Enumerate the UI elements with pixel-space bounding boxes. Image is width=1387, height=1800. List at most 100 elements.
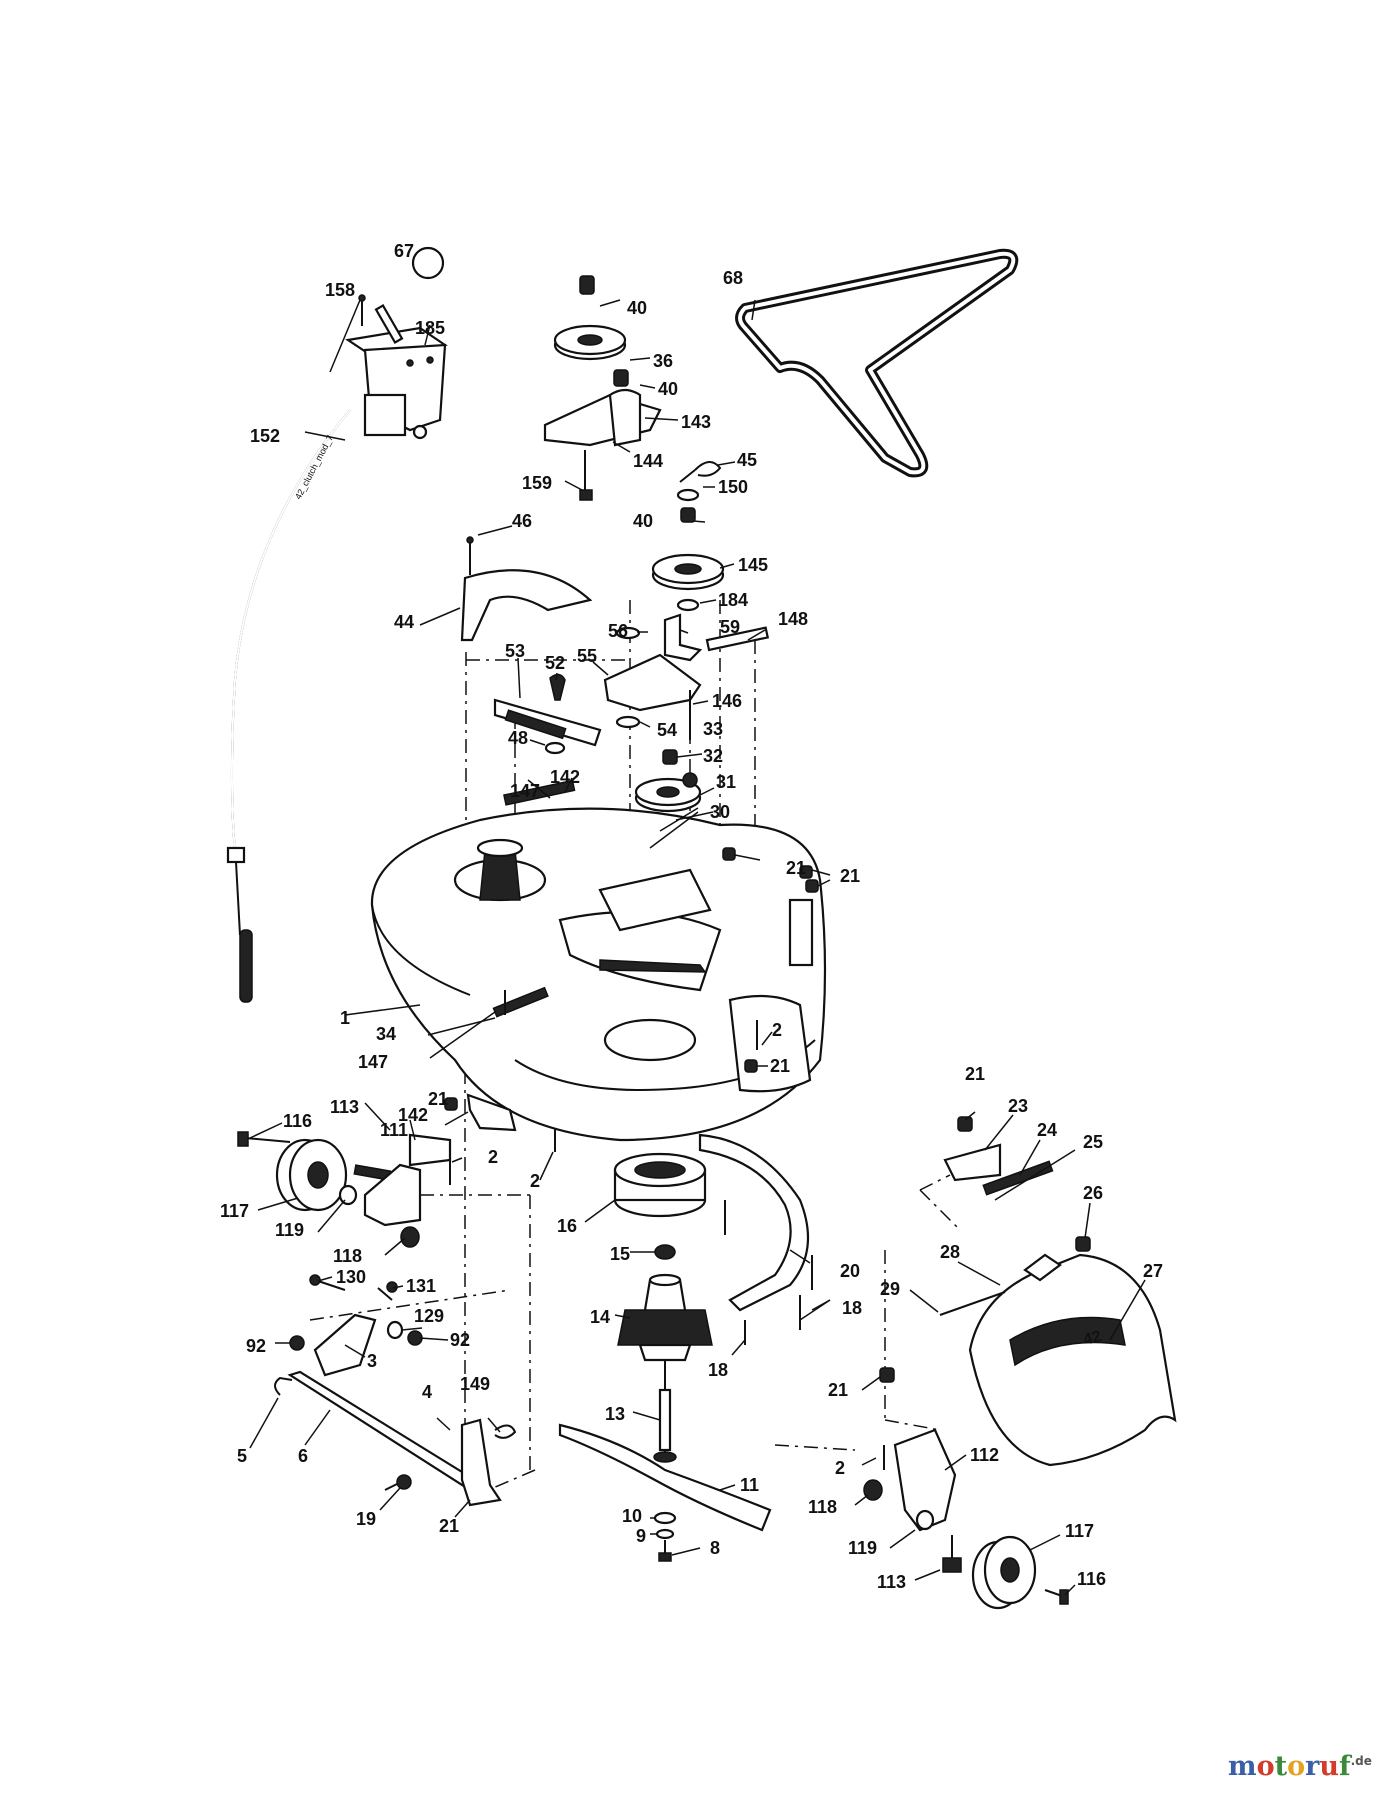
part-label: 9 [636,1526,646,1546]
part-label: 159 [522,473,552,493]
spring-bracket-icon [493,673,602,755]
part-label: 11 [740,1475,759,1495]
clutch-bracket-icon [345,304,448,440]
part-label: 23 [1008,1096,1028,1116]
part-label: 119 [848,1538,877,1558]
part-label: 27 [1143,1261,1163,1281]
part-label: 147 [358,1052,388,1072]
spindle-assembly [558,1152,772,1562]
part-label: 18 [842,1298,862,1318]
part-label: 52 [545,653,565,673]
part-label: 48 [508,728,528,748]
lift-link-assembly [289,1274,423,1377]
part-label: 8 [710,1538,720,1558]
idler-bracket-icon [603,613,770,740]
mower-deck-icon [370,772,827,1142]
part-label: 16 [557,1216,577,1236]
part-label: 67 [394,241,414,261]
part-label: 149 [460,1374,490,1394]
part-label: 147 [510,781,540,801]
part-label: 5 [237,1446,247,1466]
part-label: 113 [330,1097,359,1117]
part-label: 40 [658,379,678,399]
part-label: 40 [633,511,653,531]
part-label: 14 [590,1307,610,1327]
cable-spring-icon [239,929,253,1003]
washer-icon [676,488,700,502]
part-label: 34 [376,1024,396,1044]
part-label: 53 [505,641,525,661]
bracket-icon [466,1093,517,1132]
part-label: 150 [718,477,748,497]
screw-icon [358,294,366,326]
part-label: 119 [275,1220,304,1240]
blade-icon [558,1423,772,1532]
part-label: 25 [1083,1132,1103,1152]
part-label: 21 [828,1380,848,1400]
wm-letter-t: t [1275,1751,1288,1782]
wm-letter-m: m [1228,1751,1257,1782]
part-label: 117 [220,1201,249,1221]
part-label: 116 [283,1111,312,1131]
part-label: 21 [840,866,860,886]
part-label: 46 [512,511,532,531]
part-label: 6 [298,1446,308,1466]
part-label: 32 [703,746,723,766]
wm-letter-u: u [1319,1751,1339,1782]
part-label: 117 [1065,1521,1094,1541]
part-label: 143 [681,412,711,432]
idler-stack-lower [651,461,725,612]
discharge-chute-icon: 42 [939,1253,1177,1467]
part-label: 31 [716,772,736,792]
part-label: 21 [439,1516,459,1536]
part-label: 152 [250,426,280,446]
svg-text:motoruf.de: motoruf.de [1228,1751,1372,1782]
part-label: 142 [398,1105,428,1125]
part-label: 3 [367,1351,377,1371]
idler-stack-upper [543,275,662,501]
cable-text: 42_clutch_mod_7 [293,433,335,500]
part-label: 4 [422,1382,432,1402]
wm-letter-r: r [1305,1751,1320,1782]
idler-arm-icon [543,393,662,447]
part-label: 56 [608,621,628,641]
part-label: 33 [703,719,723,739]
part-label: 129 [414,1306,444,1326]
nut-icon [654,1244,676,1260]
part-label: 15 [610,1244,630,1264]
part-label: 92 [246,1336,266,1356]
part-label: 113 [877,1572,906,1592]
wm-letter-o2: o [1287,1751,1305,1782]
part-label: 40 [627,298,647,318]
part-label: 185 [415,318,445,338]
part-label: 158 [325,280,355,300]
part-label: 112 [970,1445,999,1465]
washer-icon [676,598,700,612]
baffle-icon [698,1133,810,1312]
part-labels: 67 158 185 40 36 40 143 144 68 152 159 4… [220,241,1163,1592]
part-label: 68 [723,268,743,288]
part-label: 21 [428,1089,448,1109]
deck-text: 42 [1082,1328,1104,1349]
part-label: 184 [718,590,748,610]
part-label: 130 [336,1267,366,1287]
part-label: 111 [380,1120,408,1140]
part-label: 13 [605,1404,625,1424]
lift-arm-assembly [274,1370,517,1507]
nut-icon [579,275,595,295]
part-label: 1 [340,1008,350,1028]
part-label: 36 [653,351,673,371]
part-label: 142 [550,767,580,787]
part-label: 2 [530,1171,540,1191]
part-label: 116 [1077,1569,1106,1589]
part-label: 20 [840,1261,860,1281]
part-label: 2 [488,1147,498,1167]
leader-lines [249,299,1146,1596]
part-label: 55 [577,646,597,666]
fasteners [444,847,819,1185]
part-label: 30 [710,802,730,822]
part-label: 2 [772,1020,782,1040]
part-label: 118 [808,1497,837,1517]
nut-icon [613,369,629,387]
